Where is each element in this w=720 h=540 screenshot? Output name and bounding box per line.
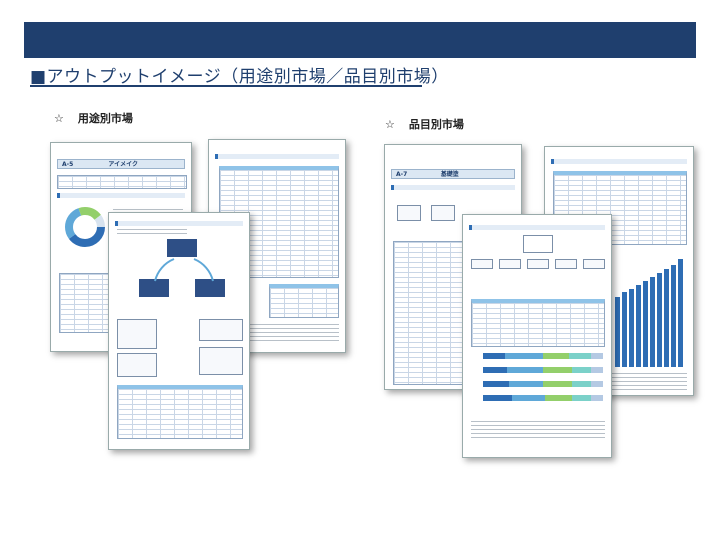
donut-chart — [65, 207, 105, 247]
star-icon: ☆ — [54, 112, 64, 125]
callout-box — [199, 347, 243, 375]
diagram-arcs — [154, 258, 214, 282]
section-label-item: ☆品目別市場 — [385, 118, 464, 131]
doc-header: A-7 基礎塗 — [391, 169, 515, 179]
data-table — [471, 299, 605, 347]
callout-box — [199, 319, 243, 341]
section-bar — [115, 221, 243, 226]
diagram-node — [139, 279, 169, 297]
tree-root — [523, 235, 553, 253]
tree-node — [499, 259, 521, 269]
tree-node — [471, 259, 493, 269]
item-market-page-3 — [462, 214, 612, 458]
section-bar — [57, 193, 185, 198]
text-line — [117, 229, 187, 235]
section-bar — [551, 159, 687, 164]
app-market-page-3 — [108, 212, 250, 450]
diagram-node — [195, 279, 225, 297]
product-image — [397, 205, 421, 221]
stacked-bar-chart — [483, 353, 603, 413]
summary-table — [57, 175, 187, 189]
bar-chart — [615, 257, 683, 367]
tree-node — [583, 259, 605, 269]
tree-node — [555, 259, 577, 269]
callout-box — [117, 353, 157, 377]
section-bar — [391, 185, 515, 190]
tree-node — [527, 259, 549, 269]
section-label-application: ☆用途別市場 — [54, 112, 133, 125]
section-bar — [215, 154, 339, 159]
page-title: ■アウトプットイメージ（用途別市場／品目別市場） — [30, 67, 449, 87]
data-table — [117, 385, 243, 439]
doc-header: A-5 アイメイク — [57, 159, 185, 169]
title-underline — [30, 85, 422, 87]
star-icon: ☆ — [385, 118, 395, 131]
diagram-node — [167, 239, 197, 257]
text-block — [471, 421, 605, 441]
callout-box — [117, 319, 157, 349]
header-banner — [24, 22, 696, 58]
section-bar — [469, 225, 605, 230]
product-image — [431, 205, 455, 221]
data-table-small — [269, 284, 339, 318]
